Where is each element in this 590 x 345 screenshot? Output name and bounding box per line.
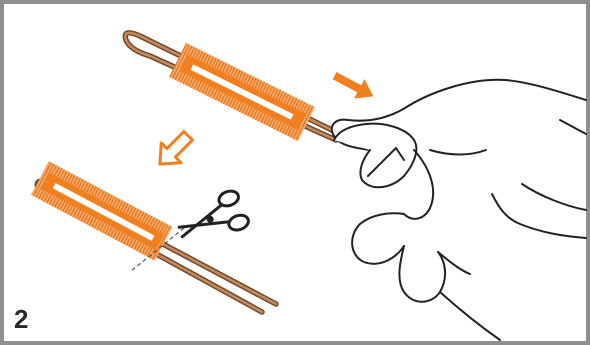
step-number: 2 — [14, 306, 28, 332]
